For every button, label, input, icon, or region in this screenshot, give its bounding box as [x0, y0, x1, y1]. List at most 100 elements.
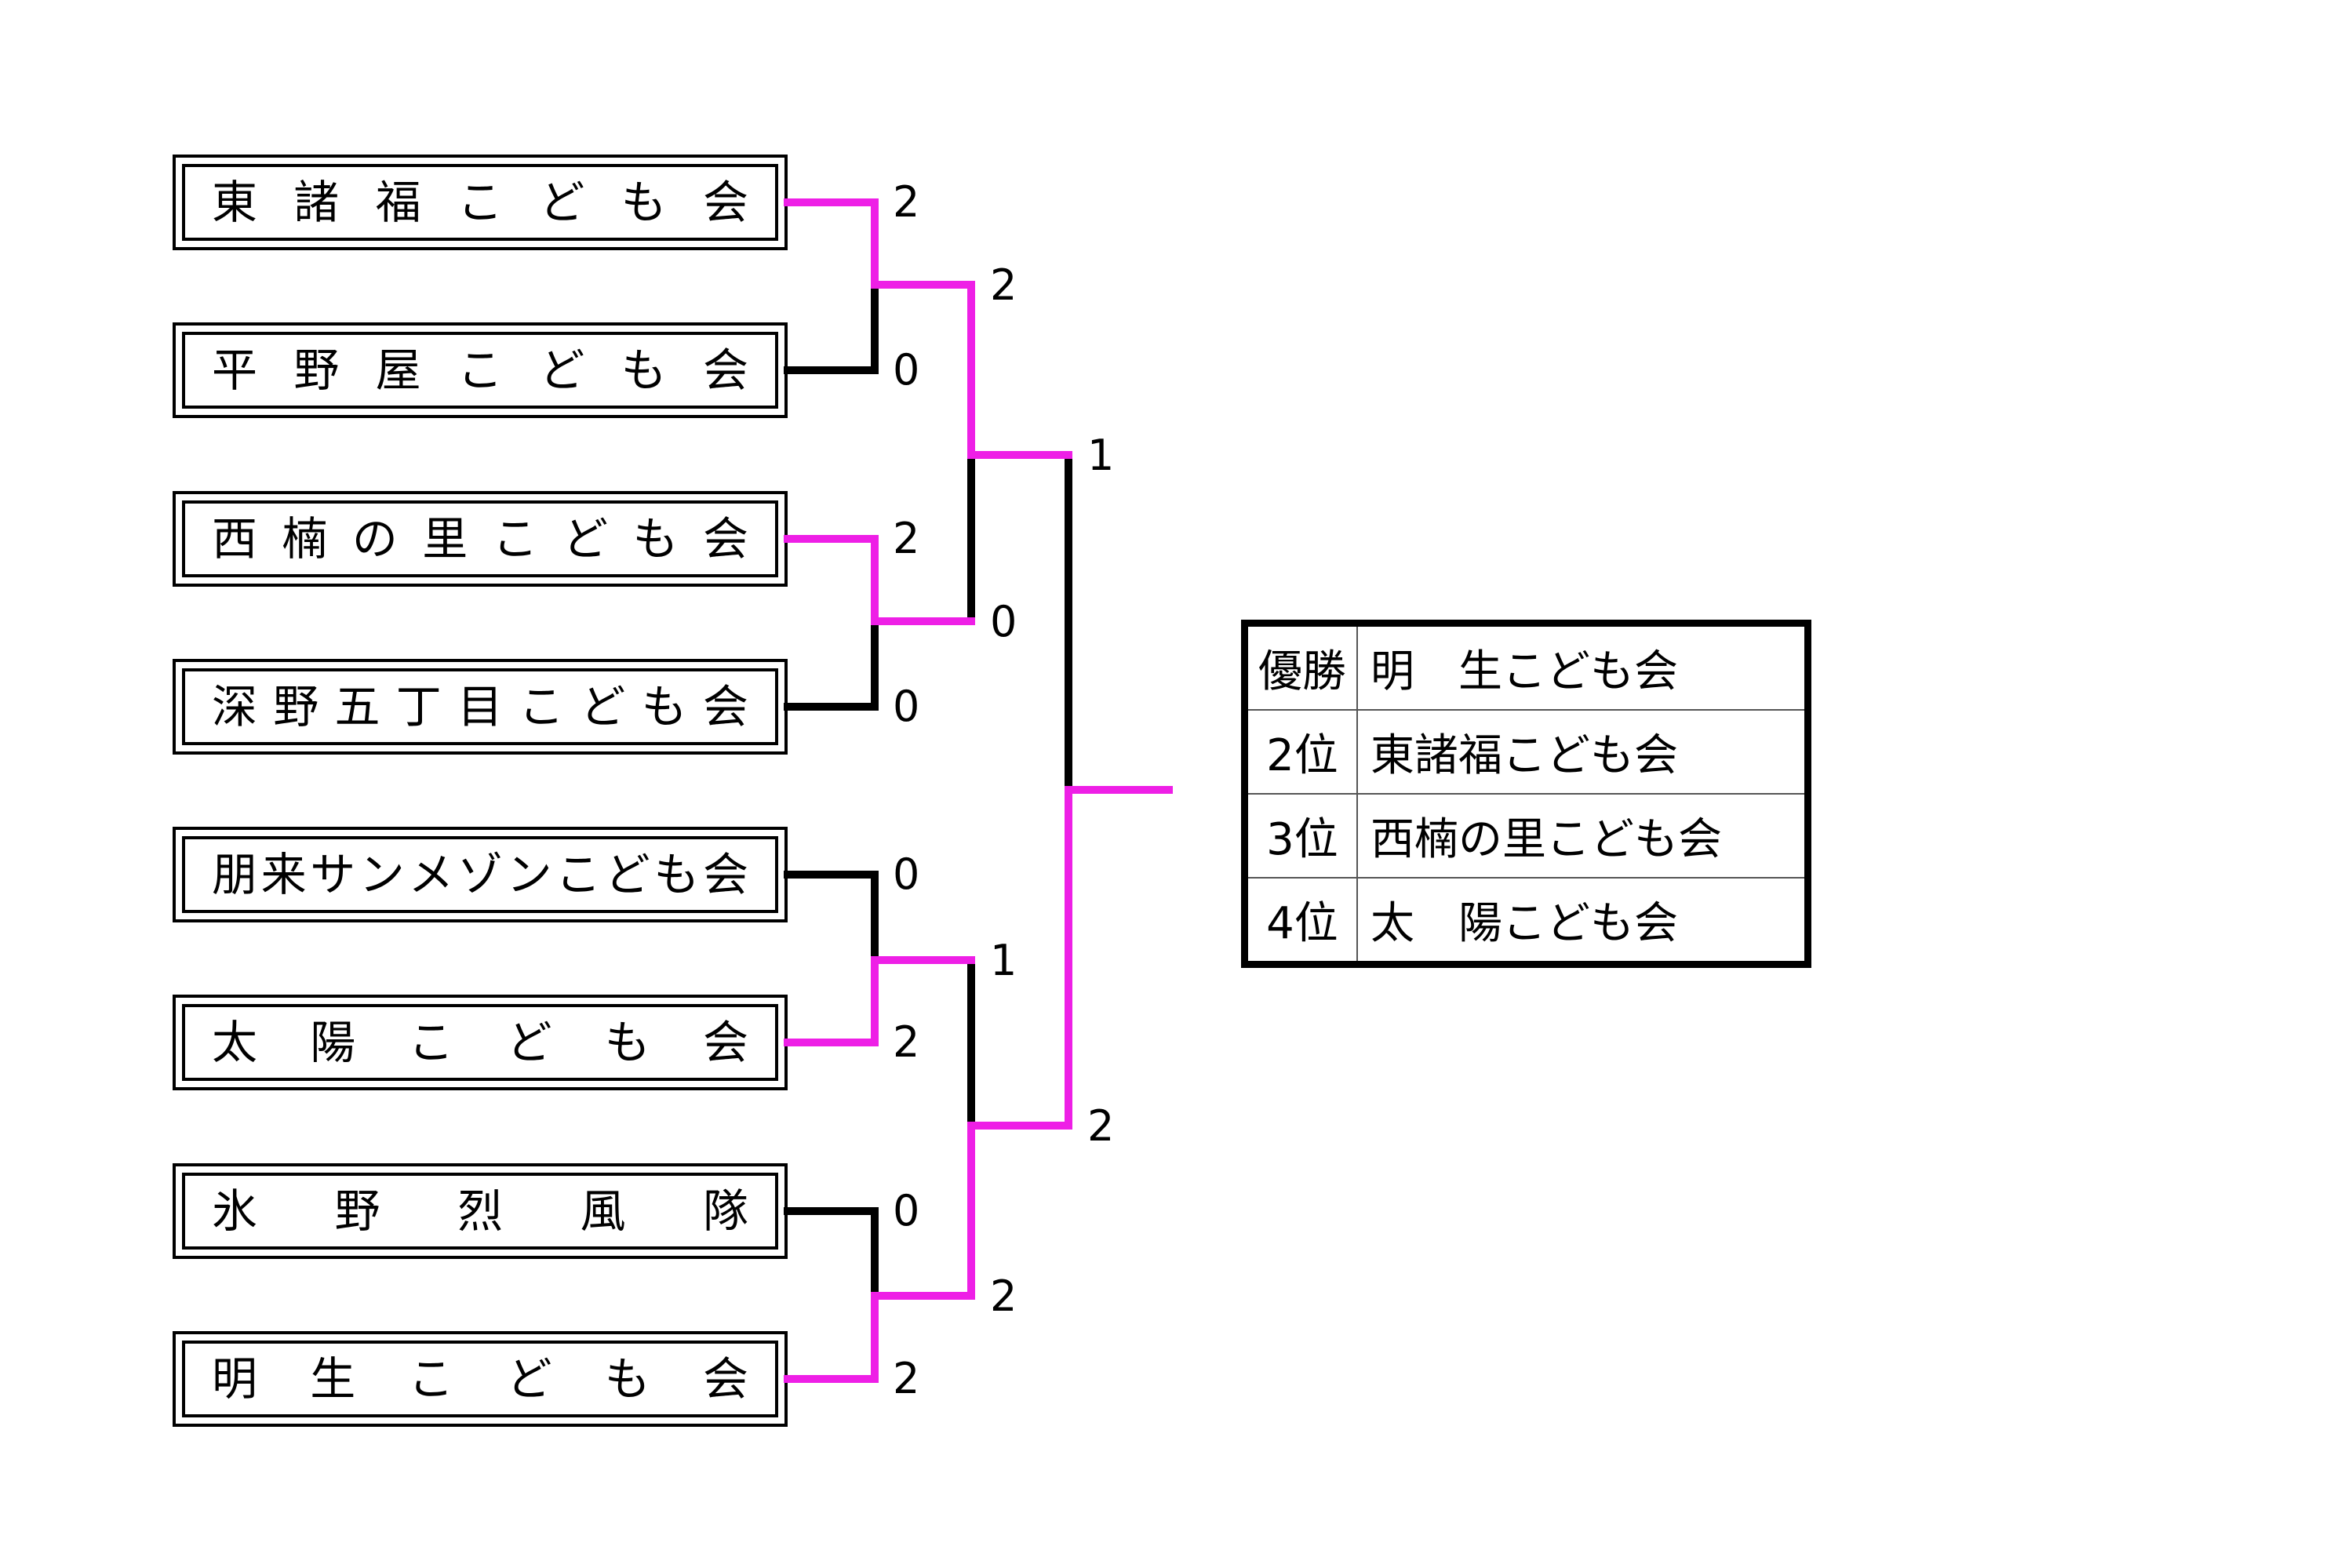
team-name-char: 陽	[310, 1016, 356, 1069]
team-name-char: も	[653, 848, 700, 901]
standing-team: 太 陽こども会	[1356, 877, 1809, 966]
standing-rank: 優勝	[1243, 622, 1358, 711]
standings-row: 4位 太 陽こども会	[1243, 877, 1809, 966]
team-name-char: 会	[702, 848, 748, 901]
team-name-char: も	[641, 680, 687, 733]
team-name-char: サ	[310, 848, 356, 901]
bracket-line-loser	[784, 1207, 879, 1300]
team-box: 西楠の里こども会	[173, 491, 788, 587]
score-semifinal: 2	[990, 260, 1017, 310]
score-round1: 2	[893, 177, 919, 227]
team-name-char: 目	[457, 680, 503, 733]
team-name-char: 野	[273, 680, 319, 733]
bracket-line-winner	[784, 198, 975, 289]
score-round1: 0	[893, 682, 919, 731]
bracket-line-winner	[784, 535, 975, 625]
team-name-char: こ	[457, 344, 503, 397]
score-round1: 2	[893, 1354, 919, 1403]
team-name-char: 太	[212, 1016, 258, 1069]
team-name-char: も	[604, 1016, 650, 1069]
team-name: 東諸福こども会	[182, 164, 778, 241]
bracket-line-winner	[967, 281, 1072, 459]
team-box: 明生こども会	[173, 1331, 788, 1427]
team-name-char: こ	[519, 680, 565, 733]
score-round1: 0	[893, 849, 919, 899]
team-name-char: こ	[555, 848, 602, 901]
team-name-char: ン	[359, 848, 405, 901]
score-final: 1	[1087, 431, 1114, 480]
team-name-char: 会	[702, 1352, 748, 1406]
team-name-char: こ	[408, 1352, 454, 1406]
team-box: 平野屋こども会	[173, 322, 788, 418]
team-name-char: 氷	[212, 1184, 258, 1238]
team-name-char: ど	[506, 1016, 552, 1069]
team-name: 深野五丁目こども会	[182, 668, 778, 745]
team-name-char: 会	[702, 680, 748, 733]
team-name: 平野屋こども会	[182, 332, 778, 409]
team-name-char: 深	[212, 680, 258, 733]
team-name-char: 西	[212, 512, 258, 566]
team-name-char: 野	[293, 344, 340, 397]
bracket-line-loser	[784, 871, 879, 964]
score-semifinal: 2	[990, 1271, 1017, 1321]
score-round1: 0	[893, 345, 919, 395]
team-name-char: 楠	[282, 512, 328, 566]
team-name-char: も	[604, 1352, 650, 1406]
team-box: 太陽こども会	[173, 995, 788, 1090]
team-name-char: ど	[562, 512, 609, 566]
score-round1: 2	[893, 1017, 919, 1067]
standing-rank: 3位	[1243, 793, 1358, 879]
team-name-char: こ	[457, 176, 503, 229]
bracket-line-loser	[784, 281, 879, 374]
team-name: 西楠の里こども会	[182, 500, 778, 577]
team-name-char: 会	[702, 176, 748, 229]
bracket-line-winner	[1065, 786, 1173, 1130]
standings-row: 優勝 明 生こども会	[1243, 622, 1809, 711]
team-name-char: も	[621, 344, 667, 397]
team-box: 深野五丁目こども会	[173, 659, 788, 755]
team-name: 太陽こども会	[182, 1004, 778, 1081]
team-name-char: こ	[492, 512, 538, 566]
team-name-char: 平	[212, 344, 258, 397]
team-name-char: 生	[310, 1352, 356, 1406]
standing-team: 西楠の里こども会	[1356, 793, 1809, 879]
team-name-char: の	[351, 512, 398, 566]
team-name-char: 明	[212, 1352, 258, 1406]
team-name-char: 風	[580, 1184, 626, 1238]
score-round1: 0	[893, 1186, 919, 1235]
bracket-line-winner	[967, 1122, 1072, 1300]
team-name-char: 里	[422, 512, 468, 566]
team-name-char: ン	[506, 848, 552, 901]
team-name-char: 烈	[457, 1184, 503, 1238]
team-name: 朋来サンメゾンこども会	[182, 836, 778, 913]
team-name-char: も	[621, 176, 667, 229]
team-name-char: こ	[408, 1016, 454, 1069]
bracket-line-winner	[784, 1292, 975, 1383]
team-name: 明生こども会	[182, 1341, 778, 1417]
team-name-char: ど	[580, 680, 626, 733]
score-round1: 2	[893, 514, 919, 563]
bracket-line-winner	[784, 956, 975, 1046]
standings-row: 3位 西楠の里こども会	[1243, 793, 1809, 879]
team-name-char: 丁	[395, 680, 442, 733]
team-name-char: 来	[260, 848, 307, 901]
standings-row: 2位 東諸福こども会	[1243, 709, 1809, 795]
team-name-char: ど	[539, 344, 585, 397]
team-name-char: メ	[408, 848, 454, 901]
bracket-line-loser	[784, 617, 879, 711]
standing-team: 明 生こども会	[1356, 622, 1809, 711]
score-semifinal: 0	[990, 597, 1017, 646]
team-name-char: ど	[506, 1352, 552, 1406]
team-name-char: ど	[539, 176, 585, 229]
team-name-char: 会	[702, 344, 748, 397]
team-name-char: ゾ	[457, 848, 503, 901]
standing-team: 東諸福こども会	[1356, 709, 1809, 795]
team-name-char: 屋	[375, 344, 421, 397]
team-name-char: 会	[702, 512, 748, 566]
team-name-char: 隊	[702, 1184, 748, 1238]
standing-rank: 2位	[1243, 709, 1358, 795]
team-name-char: 会	[702, 1016, 748, 1069]
team-name: 氷野烈風隊	[182, 1173, 778, 1250]
team-box: 氷野烈風隊	[173, 1163, 788, 1259]
